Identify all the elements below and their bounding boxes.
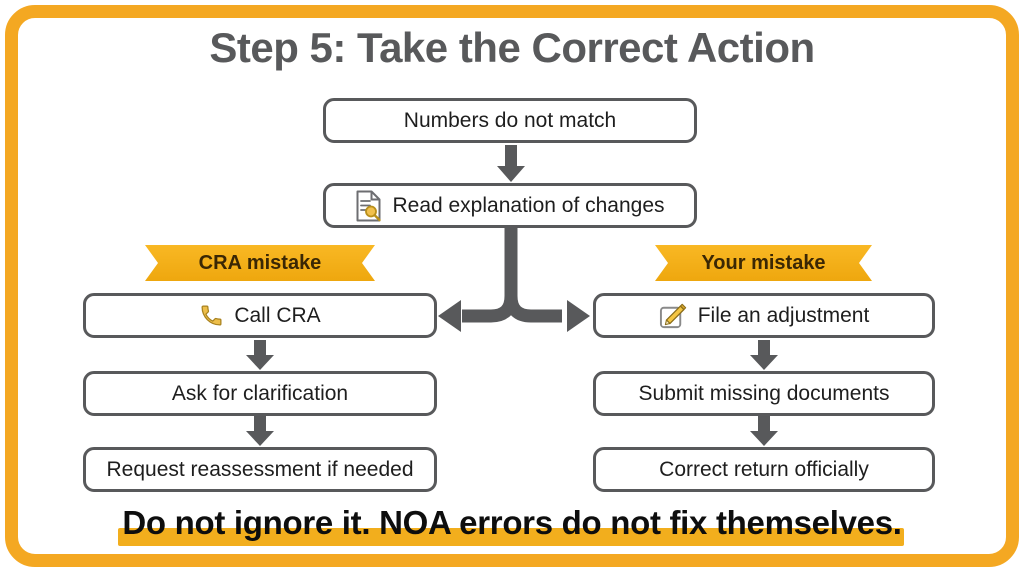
node-call-cra: Call CRA [83, 293, 437, 338]
node-ask-for-clarification: Ask for clarification [83, 371, 437, 416]
node-label: Submit missing documents [638, 381, 890, 405]
node-correct-return-officially: Correct return officially [593, 447, 935, 492]
node-read-explanation: Read explanation of changes [323, 183, 697, 228]
node-numbers-do-not-match: Numbers do not match [323, 98, 697, 143]
node-request-reassessment: Request reassessment if needed [83, 447, 437, 492]
node-submit-missing-documents: Submit missing documents [593, 371, 935, 416]
phone-icon [199, 303, 224, 328]
node-label: File an adjustment [697, 303, 870, 327]
node-label: Call CRA [234, 303, 321, 327]
branch-ribbon-cra-mistake: CRA mistake [145, 245, 375, 281]
node-label: Request reassessment if needed [106, 457, 414, 481]
footer-statement: Do not ignore it. NOA errors do not fix … [122, 504, 902, 541]
ribbon-label: CRA mistake [198, 251, 322, 274]
node-label: Numbers do not match [403, 108, 617, 132]
ribbon-label: Your mistake [701, 251, 826, 274]
node-file-adjustment: File an adjustment [593, 293, 935, 338]
node-label: Ask for clarification [171, 381, 349, 405]
document-search-icon [355, 190, 382, 222]
edit-pencil-icon [659, 301, 688, 330]
node-label: Correct return officially [659, 457, 869, 481]
footer-highlight-band [118, 528, 904, 546]
page-title: Step 5: Take the Correct Action [209, 24, 815, 71]
branch-ribbon-your-mistake: Your mistake [655, 245, 872, 281]
node-label: Read explanation of changes [392, 193, 665, 217]
